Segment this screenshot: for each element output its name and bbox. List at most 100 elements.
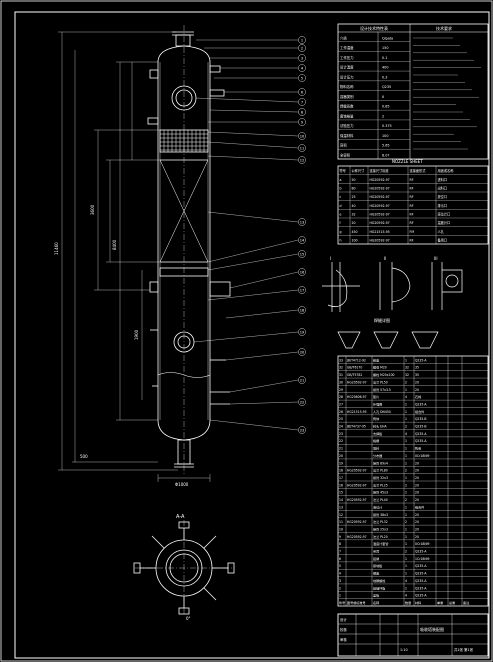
bom-cell: 1 — [405, 542, 407, 546]
bom-header-cell: 图号或标准号 — [347, 600, 366, 605]
spec-value: 0.1 — [382, 56, 387, 60]
nozzle-cell: HG20592-97 — [370, 178, 390, 182]
nozzle-cell: HG20592-97 — [370, 239, 390, 243]
bom-cell: 1 — [405, 564, 407, 568]
bom-cell: HG20606-97 — [347, 395, 367, 399]
dim-packing: 8400 — [112, 239, 117, 250]
bom-cell: 11 — [339, 520, 343, 524]
bom-cell: 螺母 M20 — [373, 365, 387, 370]
bom-cell: 基础环板 — [373, 585, 385, 590]
bom-cell: Q235-A — [415, 358, 427, 362]
bom-cell: 32 — [405, 373, 409, 377]
nozzle-cell: 80 — [352, 187, 356, 191]
nozzle-cell: 50 — [352, 178, 356, 182]
dim-overall-height: 11460 — [54, 242, 59, 255]
bom-cell: 15 — [339, 491, 343, 495]
bom-cell: HG20592-97 — [347, 469, 367, 473]
bom-cell: 2 — [405, 483, 407, 487]
title-row-review: 审核 — [340, 637, 347, 642]
bom-cell: 4 — [405, 579, 407, 583]
bom-cell: 0Cr18Ni9 — [415, 454, 430, 458]
nozzle-cell: RF — [410, 213, 414, 217]
bom-cell: 螺栓 M20x100 — [373, 372, 395, 377]
nozzle-cell: 100 — [352, 239, 358, 243]
bom-cell: 陶瓷 — [415, 446, 421, 451]
bom-cell: 接管 89x4 — [373, 460, 388, 465]
spec-value: 0.85 — [382, 105, 390, 109]
bom-cell: 20 — [415, 388, 419, 392]
nozzle-cell: 备用口 — [438, 238, 448, 243]
spec-table-header: 设计技术特性表 — [360, 25, 388, 31]
spec-label: 焊缝系数 — [340, 104, 354, 109]
bom-cell: 接地板 — [373, 563, 382, 568]
bom-header-cell: 名称 — [373, 600, 379, 605]
spec-value: Qipata — [382, 36, 393, 40]
dim-shell-height: 3600 — [90, 204, 95, 215]
bom-cell: 1 — [405, 388, 407, 392]
title-row-check: 校核 — [340, 627, 347, 632]
bom-header-cell: 数量 — [405, 600, 411, 605]
bom-cell: 补强圈 — [373, 401, 382, 406]
spec-value: II — [382, 95, 384, 99]
bom-cell: 20 — [415, 513, 419, 517]
nozzle-cell: 进料口 — [438, 177, 448, 182]
part-balloon-number: 20 — [300, 350, 305, 354]
bom-cell: 接管 45x3 — [373, 490, 388, 495]
bom-cell: 18 — [339, 469, 343, 473]
spec-label: 工作温度 — [340, 45, 354, 50]
bom-cell: 31 — [339, 373, 343, 377]
nozzle-cell: f — [340, 221, 342, 225]
bom-cell: 2 — [405, 380, 407, 384]
bom-cell: 20 — [415, 483, 419, 487]
bom-cell: 8 — [339, 542, 341, 546]
bom-cell: 筒体 — [373, 416, 379, 421]
part-balloon-number: 6 — [301, 90, 304, 94]
nozzle-table-title: NOZZLE SHEET — [392, 159, 423, 164]
bom-cell: HG20592-97 — [347, 380, 367, 384]
bom-cell: 28 — [339, 395, 343, 399]
bom-cell: 铭牌 — [373, 556, 379, 561]
spec-label: 腐蚀裕量 — [340, 113, 354, 118]
bom-cell: 33 — [339, 358, 343, 362]
bom-cell: JB/T4712-92 — [346, 358, 366, 362]
bom-cell: 接管 25x3 — [373, 526, 388, 531]
bom-cell: 32 — [405, 366, 409, 370]
bom-cell: 法兰 PL80 — [373, 468, 388, 473]
bom-cell: 法兰 PL40 — [373, 497, 388, 502]
bom-cell: 20 — [415, 476, 419, 480]
bom-cell: HG20592-97 — [347, 498, 367, 502]
bom-cell: 1 — [405, 505, 407, 509]
dim-bottom: 500 — [80, 454, 88, 459]
bom-cell: 2 — [339, 586, 341, 590]
bom-cell: 32 — [339, 366, 343, 370]
bom-cell: 4 — [405, 432, 407, 436]
part-balloon-number: 1 — [301, 38, 303, 42]
bom-cell: HG20592-97 — [347, 483, 367, 487]
dimension-lines — [58, 31, 211, 482]
part-balloon-number: 2 — [301, 46, 303, 50]
nozzle-cell: d — [340, 204, 342, 208]
centerlines — [135, 25, 232, 615]
bom-cell: 1 — [405, 557, 407, 561]
nozzle-cell: b — [340, 187, 342, 191]
part-balloon-number: 17 — [300, 288, 305, 292]
nozzle-cell: RF — [410, 195, 414, 199]
detail-views — [322, 262, 463, 349]
spec-label: 介质 — [340, 35, 347, 40]
bom-cell: 12 — [339, 513, 343, 517]
nozzle-cell: e — [340, 213, 342, 217]
part-balloon-number: 7 — [301, 100, 303, 104]
bom-cell: 13 — [339, 505, 343, 509]
bom-cell: 19 — [339, 461, 343, 465]
nozzle-cell: RF — [410, 204, 414, 208]
dim-diameter: Φ1000 — [175, 482, 189, 487]
bom-cell: 2 — [405, 550, 407, 554]
bom-cell: Q235-A — [415, 402, 427, 406]
bom-cell: 1 — [405, 358, 407, 362]
bom-cell: 24 — [339, 425, 343, 429]
bom-header-cell: 单重 — [437, 600, 443, 605]
